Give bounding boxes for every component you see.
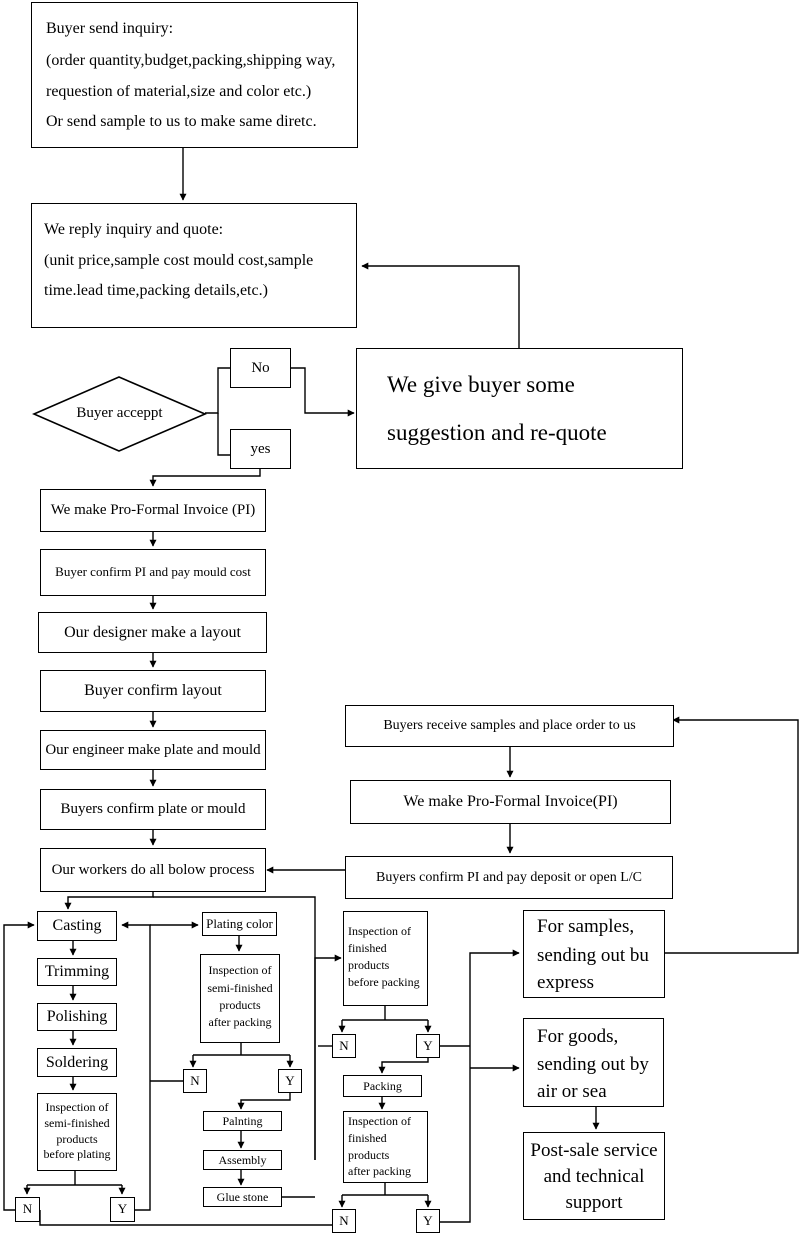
samples-line-2: sending out bu [537,945,649,966]
assembly-box: Assembly [203,1150,282,1170]
inquiry-line-4: Or send sample to us to make same diretc… [46,113,317,130]
inquiry-line-3: requestion of material,size and color et… [46,83,312,100]
reply-line-1: We reply inquiry and quote: [44,221,224,238]
samples-line-1: For samples, [537,916,635,937]
n-box-before-pack: N [332,1034,356,1058]
insp-after-line-4: after packing [208,1015,272,1029]
y-box-after: Y [278,1069,302,1093]
inspection-before-plating-box: Inspection of semi-finished products bef… [37,1093,117,1171]
inspection-before-packing-box: Inspection of finished products before p… [343,911,428,1006]
insp-after-line-1: Inspection of [208,963,272,977]
designer-layout-box: Our designer make a layout [38,612,267,653]
suggestion-line-2: suggestion and re-quote [387,420,607,445]
goods-line-1: For goods, [537,1026,619,1047]
buyer-accept-diamond [32,376,207,452]
reply-line-2: (unit price,sample cost mould cost,sampl… [44,252,314,269]
buyer-accept-label: Buyer acceppt [76,404,163,421]
trimming-box: Trimming [37,958,117,986]
goods-line-3: air or sea [537,1081,607,1102]
painting-box: Palnting [203,1111,282,1131]
confirm-pi-box: Buyer confirm PI and pay mould cost [40,549,266,596]
inspection-after-packing-box: Inspection of semi-finished products aft… [200,954,280,1043]
inquiry-line-2: (order quantity,budget,packing,shipping … [46,52,336,69]
inquiry-box: Buyer send inquiry: (order quantity,budg… [31,2,358,148]
y-box-plating: Y [110,1197,135,1222]
n-box-after: N [183,1069,207,1093]
engineer-plate-box: Our engineer make plate and mould [40,730,266,770]
samples-express-box: For samples, sending out bu express [523,910,665,998]
deposit-box: Buyers confirm PI and pay deposit or ope… [345,856,673,899]
post-line-3: support [565,1192,623,1213]
glue-stone-box: Glue stone [203,1187,282,1207]
insp-after-line-3: products [219,998,261,1012]
goods-shipping-box: For goods, sending out by air or sea [523,1018,664,1107]
receive-samples-box: Buyers receive samples and place order t… [345,705,674,747]
insp-after-pack-line-4: after packing [348,1164,411,1178]
polishing-box: Polishing [37,1003,117,1031]
insp-after-pack-line-1: Inspection of [348,1114,411,1128]
insp-before-pack-line-1: Inspection of [348,924,411,938]
no-box: No [230,348,291,388]
insp-plating-line-2: semi-finished [44,1116,110,1130]
suggestion-box: We give buyer some suggestion and re-quo… [356,348,683,469]
confirm-layout-box: Buyer confirm layout [40,670,266,712]
n-box-plating: N [15,1197,40,1222]
y-box-before-pack: Y [416,1034,440,1058]
n-box-after-pack: N [332,1209,356,1233]
post-line-2: and technical [543,1166,645,1187]
casting-box: Casting [37,911,117,941]
insp-before-pack-line-3: products [348,958,390,972]
insp-after-line-2: semi-finished [207,981,273,995]
reply-line-3: time.lead time,packing details,etc.) [44,282,268,299]
workers-box: Our workers do all bolow process [40,848,266,892]
insp-plating-line-1: Inspection of [45,1100,109,1114]
samples-line-3: express [537,972,594,993]
packing-box: Packing [343,1075,422,1097]
insp-after-pack-line-3: products [348,1148,390,1162]
make-pi-box: We make Pro-Formal Invoice (PI) [40,489,266,532]
plating-color-box: Plating color [202,912,277,936]
post-sale-box: Post-sale service and technical support [523,1132,665,1220]
yes-box: yes [230,429,291,469]
inquiry-line-1: Buyer send inquiry: [46,20,174,37]
insp-before-pack-line-4: before packing [348,975,420,989]
inspection-after-pack-box: Inspection of finished products after pa… [343,1111,428,1183]
y-box-after-pack: Y [416,1209,440,1233]
insp-plating-line-3: products [56,1132,98,1146]
insp-after-pack-line-2: finished [348,1131,387,1145]
reply-box: We reply inquiry and quote: (unit price,… [31,203,357,328]
confirm-plate-box: Buyers confirm plate or mould [40,789,266,830]
post-line-1: Post-sale service [530,1140,658,1161]
suggestion-line-1: We give buyer some [387,372,575,397]
soldering-box: Soldering [37,1048,117,1077]
goods-line-2: sending out by [537,1054,649,1075]
insp-before-pack-line-2: finished [348,941,387,955]
make-pi2-box: We make Pro-Formal Invoice(PI) [350,780,671,824]
insp-plating-line-4: before plating [43,1147,111,1161]
